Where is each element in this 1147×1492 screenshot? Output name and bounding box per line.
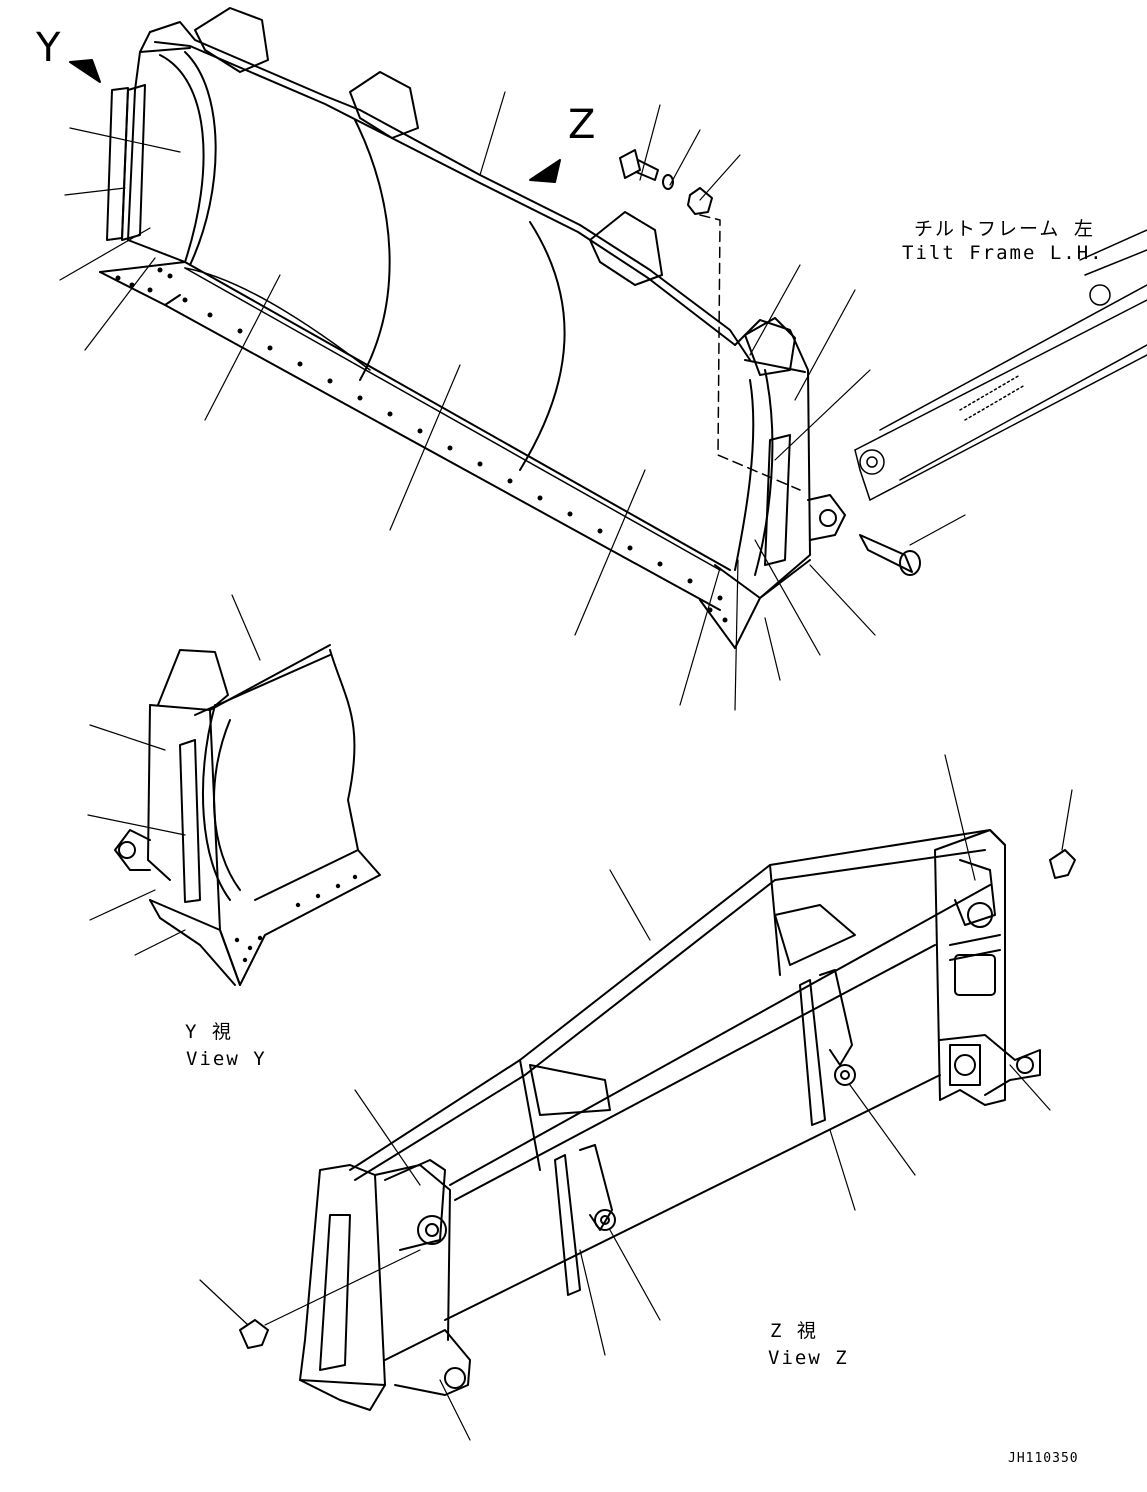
tilt-frame-label-en: Tilt Frame L.H.: [902, 242, 1104, 264]
view-y-caption-jp: Y 視: [185, 1021, 233, 1043]
view-z-caption-jp: Z 視: [770, 1320, 818, 1342]
view-z-drawing: [199, 754, 1076, 1441]
drawing-code: JH110350: [1008, 1451, 1079, 1466]
view-y-drawing: [87, 594, 381, 986]
view-z-caption-en: View Z: [768, 1347, 849, 1369]
arrow-z: [529, 159, 561, 183]
tilt-frame-label-jp: チルトフレーム 左: [914, 218, 1095, 240]
tilt-frame: [854, 229, 1147, 501]
hidden-leader: [699, 214, 801, 491]
blade-bolt-holes: [115, 267, 728, 623]
leader-lines-top: [59, 91, 966, 711]
pin: [859, 534, 921, 576]
view-marker-y: Y: [36, 25, 61, 71]
view-y-caption-en: View Y: [186, 1048, 267, 1070]
blade-assembly: [99, 7, 846, 649]
arrow-y: [69, 59, 101, 83]
view-marker-z: Z: [568, 102, 596, 148]
bolt-washer-nut: [619, 149, 713, 215]
